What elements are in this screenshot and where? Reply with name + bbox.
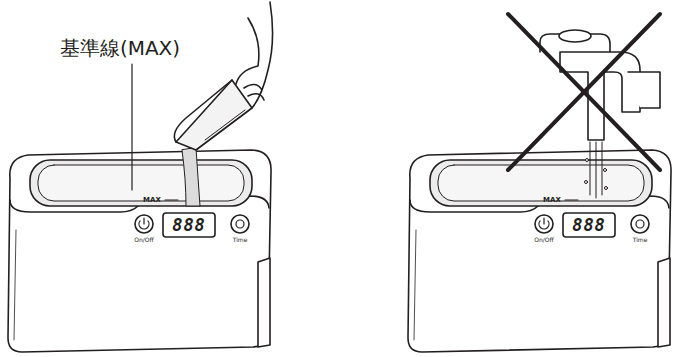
max-mark: MAX [543, 197, 561, 204]
reference-line-label: 基準線(MAX) [60, 38, 180, 58]
display-digits: 888 [172, 217, 206, 234]
button-label: On/Off [134, 237, 153, 243]
display-digits: 888 [572, 217, 606, 234]
button-label: Time [633, 237, 648, 243]
max-mark: MAX [143, 197, 161, 204]
button-label: On/Off [534, 237, 553, 243]
button-label: Time [233, 237, 248, 243]
